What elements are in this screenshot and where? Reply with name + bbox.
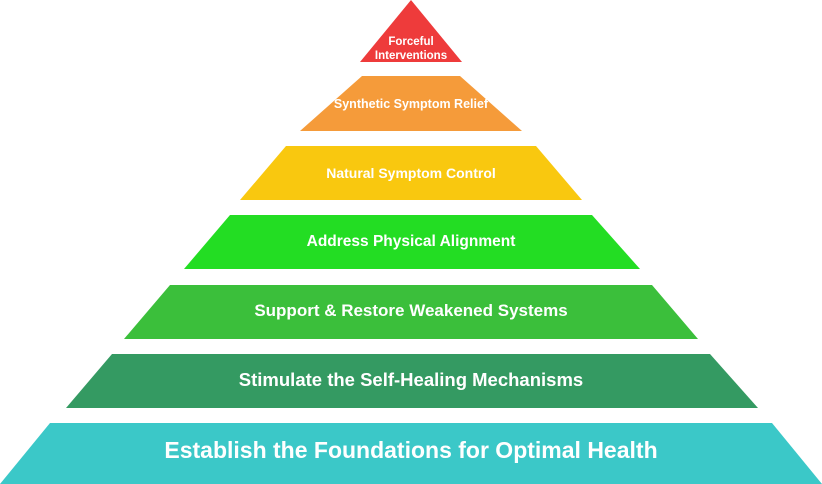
tier-establish-foundations-optimal-health: Establish the Foundations for Optimal He… bbox=[0, 423, 822, 484]
tier-address-physical-alignment: Address Physical Alignment bbox=[184, 215, 640, 269]
tier-label: Stimulate the Self-Healing Mechanisms bbox=[239, 369, 583, 390]
tier-natural-symptom-control: Natural Symptom Control bbox=[240, 146, 582, 200]
tier-stimulate-self-healing-mechanisms: Stimulate the Self-Healing Mechanisms bbox=[66, 354, 758, 408]
tier-forceful-interventions: Forceful Interventions bbox=[360, 0, 462, 62]
tier-shape bbox=[184, 215, 640, 269]
tier-shape bbox=[240, 146, 582, 200]
tier-synthetic-symptom-relief: Synthetic Symptom Relief bbox=[300, 76, 522, 131]
tier-label-line-2: Interventions bbox=[375, 50, 447, 62]
tier-label-line-1: Forceful bbox=[388, 36, 433, 48]
tier-label: Support & Restore Weakened Systems bbox=[254, 301, 567, 320]
tier-shape bbox=[360, 0, 462, 62]
tier-shape bbox=[0, 423, 822, 484]
tier-shape bbox=[124, 285, 698, 339]
tier-label: Natural Symptom Control bbox=[326, 165, 496, 181]
tier-shape bbox=[300, 76, 522, 131]
tier-label: Synthetic Symptom Relief bbox=[334, 97, 489, 111]
tier-label: Establish the Foundations for Optimal He… bbox=[164, 437, 657, 463]
tier-shape bbox=[66, 354, 758, 408]
tier-label: Address Physical Alignment bbox=[307, 233, 516, 250]
tier-support-restore-weakened-systems: Support & Restore Weakened Systems bbox=[124, 285, 698, 339]
